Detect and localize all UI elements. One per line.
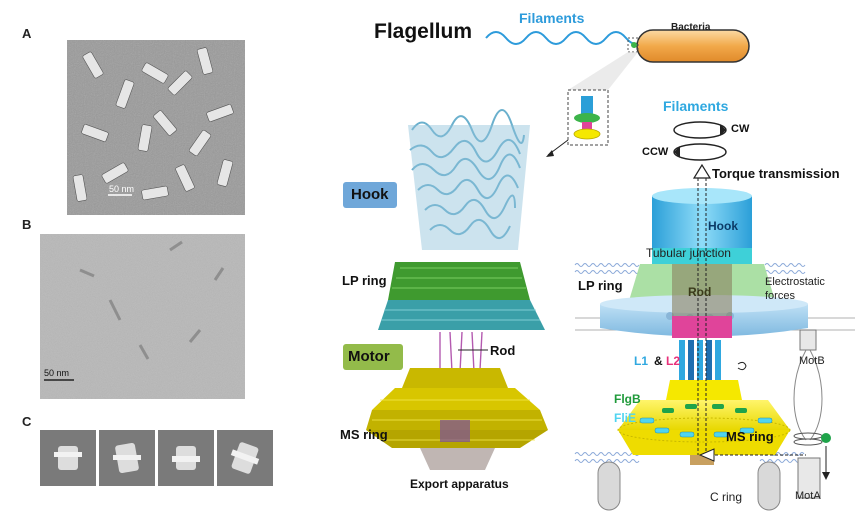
motor-label: Motor — [348, 348, 390, 365]
panel-c-class-averages — [40, 430, 273, 486]
export-apparatus-label: Export apparatus — [410, 477, 509, 491]
panel-label-b: B — [22, 217, 32, 232]
class-average-1 — [40, 430, 96, 486]
bacterium-body — [636, 29, 750, 63]
ccw-label: CCW — [642, 146, 669, 158]
c-ring-label: C ring — [710, 490, 743, 504]
panel-b-micrograph — [40, 234, 245, 399]
lp-ring-label: LP ring — [342, 273, 387, 288]
schematic-filaments-label: Filaments — [663, 98, 729, 114]
motor-label-box — [343, 344, 403, 370]
l2-label: L2 — [666, 354, 681, 368]
schematic-hook-label: Hook — [708, 219, 738, 233]
forces-label: forces — [765, 290, 795, 302]
mota-label: MotA — [795, 490, 821, 502]
panel-a-micrograph — [67, 40, 245, 215]
electrostatic-label: Electrostatic — [765, 276, 825, 288]
class-average-2 — [99, 430, 155, 486]
panel-a-scale-label: 50 nm — [109, 184, 134, 194]
flgb-label: FlgB — [614, 392, 641, 406]
filaments-top-label: Filaments — [519, 10, 585, 26]
rod-label: Rod — [490, 343, 516, 358]
schematic-lp-ring-label: LP ring — [578, 278, 623, 293]
atomic-model — [366, 109, 548, 470]
schematic — [574, 121, 855, 511]
hook-label: Hook — [351, 186, 389, 203]
class-average-4 — [217, 430, 273, 486]
panel-label-c: C — [22, 414, 32, 429]
torque-transmission-label: Torque transmission — [712, 166, 840, 181]
amp-label: & — [654, 354, 663, 368]
class-average-3 — [158, 430, 214, 486]
panel-label-a: A — [22, 26, 32, 41]
ms-ring-label: MS ring — [340, 427, 388, 442]
l1-label: L1 — [634, 354, 649, 368]
schematic-ms-ring-label: MS ring — [726, 429, 774, 444]
schematic-rod-label: Rod — [688, 285, 712, 299]
motb-label: MotB — [799, 355, 825, 367]
cw-label: CW — [731, 123, 750, 135]
filament-wave — [485, 31, 647, 45]
panel-b-scale-label: 50 nm — [44, 368, 69, 378]
hook-label-box — [343, 182, 397, 208]
bacteria-label: Bacteria — [671, 22, 711, 33]
tubular-junction-label: Tubular junction — [646, 246, 731, 260]
flie-label: FliE — [614, 411, 637, 425]
figure-title: Flagellum — [374, 20, 473, 43]
